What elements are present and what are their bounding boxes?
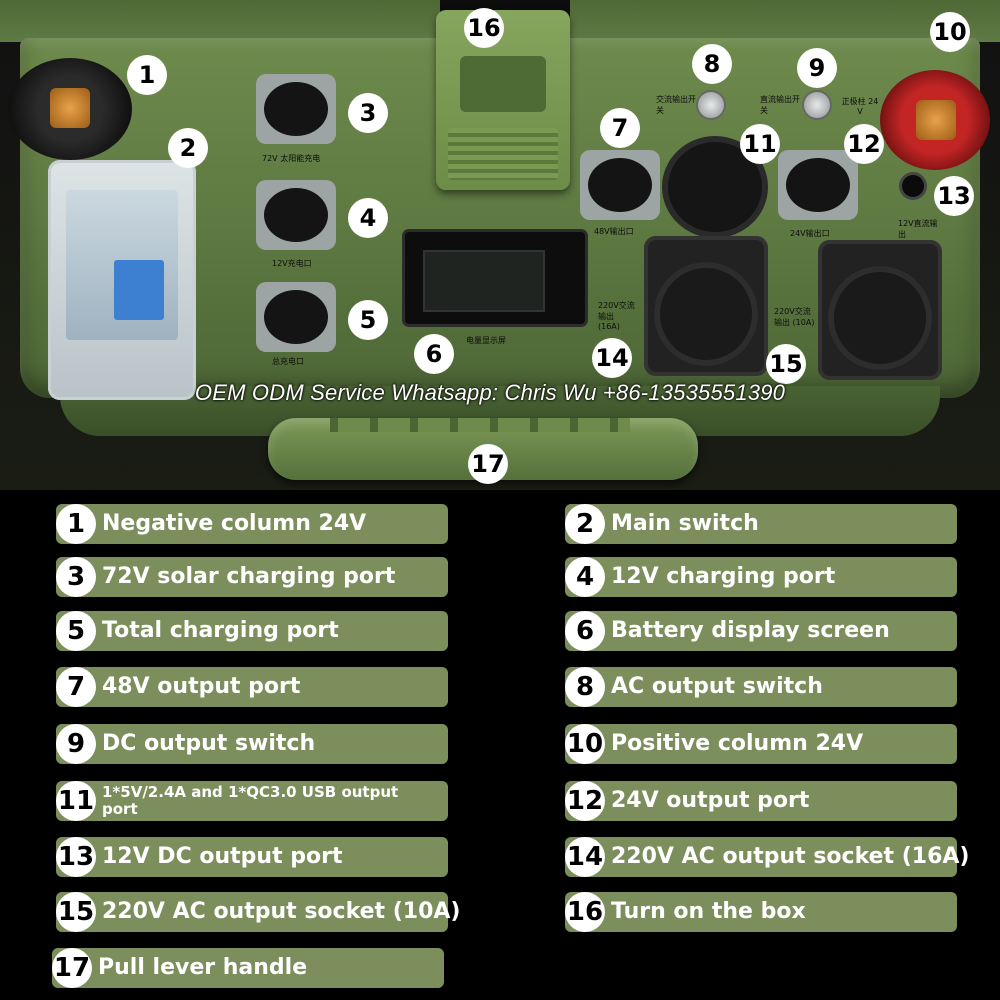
marker-4: 4	[348, 198, 388, 238]
legend-label: Pull lever handle	[98, 955, 308, 980]
dc-switch-button	[804, 92, 830, 118]
marker-15: 15	[766, 344, 806, 384]
legend-label: 72V solar charging port	[102, 564, 396, 589]
legend-number: 15	[56, 892, 96, 932]
legend-number: 6	[565, 611, 605, 651]
marker-2: 2	[168, 128, 208, 168]
positive-terminal	[880, 70, 990, 170]
dc-switch-note: 直流输出开关	[760, 95, 800, 115]
out48-note: 48V输出口	[594, 227, 634, 236]
marker-6: 6	[414, 334, 454, 374]
legend-number: 12	[565, 781, 605, 821]
total-charge-port-cap	[256, 282, 336, 352]
legend-label: Negative column 24V	[102, 511, 367, 536]
display-note: 电量显示屏	[466, 336, 506, 345]
positive-column-note: 正极柱 24 V	[841, 97, 879, 116]
product-photo: 正极柱 24 V 72V 太阳能充电 12V充电口 总充电口 电量显示屏 48V…	[0, 0, 1000, 490]
legend-number: 13	[56, 837, 96, 877]
solar-port-note: 72V 太阳能充电	[262, 154, 321, 163]
solar-port-cap	[256, 74, 336, 144]
legend-label: Battery display screen	[611, 618, 890, 643]
ac-switch-button	[698, 92, 724, 118]
marker-12: 12	[844, 124, 884, 164]
battery-display	[405, 232, 585, 324]
legend-number: 7	[56, 667, 96, 707]
marker-9: 9	[797, 48, 837, 88]
marker-16: 16	[464, 8, 504, 48]
legend-label: Total charging port	[102, 618, 339, 643]
charge12-port-note: 12V充电口	[272, 259, 312, 268]
marker-11: 11	[740, 124, 780, 164]
legend-label: 48V output port	[102, 674, 301, 699]
legend-number: 3	[56, 557, 96, 597]
legend-label: 1*5V/2.4A and 1*QC3.0 USB output port	[102, 783, 399, 818]
marker-14: 14	[592, 338, 632, 378]
total-charge-port-note: 总充电口	[272, 357, 304, 366]
charge12-port-cap	[256, 180, 336, 250]
legend-label: 220V AC output socket (10A)	[102, 899, 461, 924]
legend-label: 220V AC output socket (16A)	[611, 844, 970, 869]
marker-8: 8	[692, 44, 732, 84]
legend-number: 17	[52, 948, 92, 988]
legend-number: 8	[565, 667, 605, 707]
ac-switch-note: 交流输出开关	[656, 95, 696, 115]
dc12-note: 12V直流输出	[898, 219, 938, 239]
legend-label: Positive column 24V	[611, 731, 864, 756]
main-breaker	[48, 160, 196, 400]
dc12-port	[902, 175, 924, 197]
legend-label: 24V output port	[611, 788, 810, 813]
legend-label: Main switch	[611, 511, 759, 536]
marker-17: 17	[468, 444, 508, 484]
marker-3: 3	[348, 93, 388, 133]
legend-label: 12V DC output port	[102, 844, 343, 869]
legend-number: 16	[565, 892, 605, 932]
legend-number: 2	[565, 504, 605, 544]
marker-5: 5	[348, 300, 388, 340]
legend-number: 1	[56, 504, 96, 544]
legend-number: 9	[56, 724, 96, 764]
legend-label: 12V charging port	[611, 564, 836, 589]
out24-port-cap	[778, 150, 858, 220]
out48-port-cap	[580, 150, 660, 220]
marker-10: 10	[930, 12, 970, 52]
legend-number: 14	[565, 837, 605, 877]
legend-label: DC output switch	[102, 731, 316, 756]
legend-label: AC output switch	[611, 674, 823, 699]
negative-terminal	[8, 58, 132, 160]
ac10-note: 220V交流输出 (10A)	[774, 307, 815, 327]
legend-number: 5	[56, 611, 96, 651]
ac-socket-16a	[644, 236, 768, 376]
ac-socket-10a	[818, 240, 942, 380]
out24-note: 24V输出口	[790, 229, 830, 238]
marker-1: 1	[127, 55, 167, 95]
legend-number: 10	[565, 724, 605, 764]
marker-13: 13	[934, 176, 974, 216]
legend-number: 11	[56, 781, 96, 821]
marker-7: 7	[600, 108, 640, 148]
watermark-text: OEM ODM Service Whatsapp: Chris Wu +86-1…	[194, 380, 786, 405]
ac16-note: 220V交流输出 (16A)	[598, 301, 635, 331]
box-latch	[436, 10, 570, 190]
legend-label: Turn on the box	[611, 899, 806, 924]
legend-number: 4	[565, 557, 605, 597]
